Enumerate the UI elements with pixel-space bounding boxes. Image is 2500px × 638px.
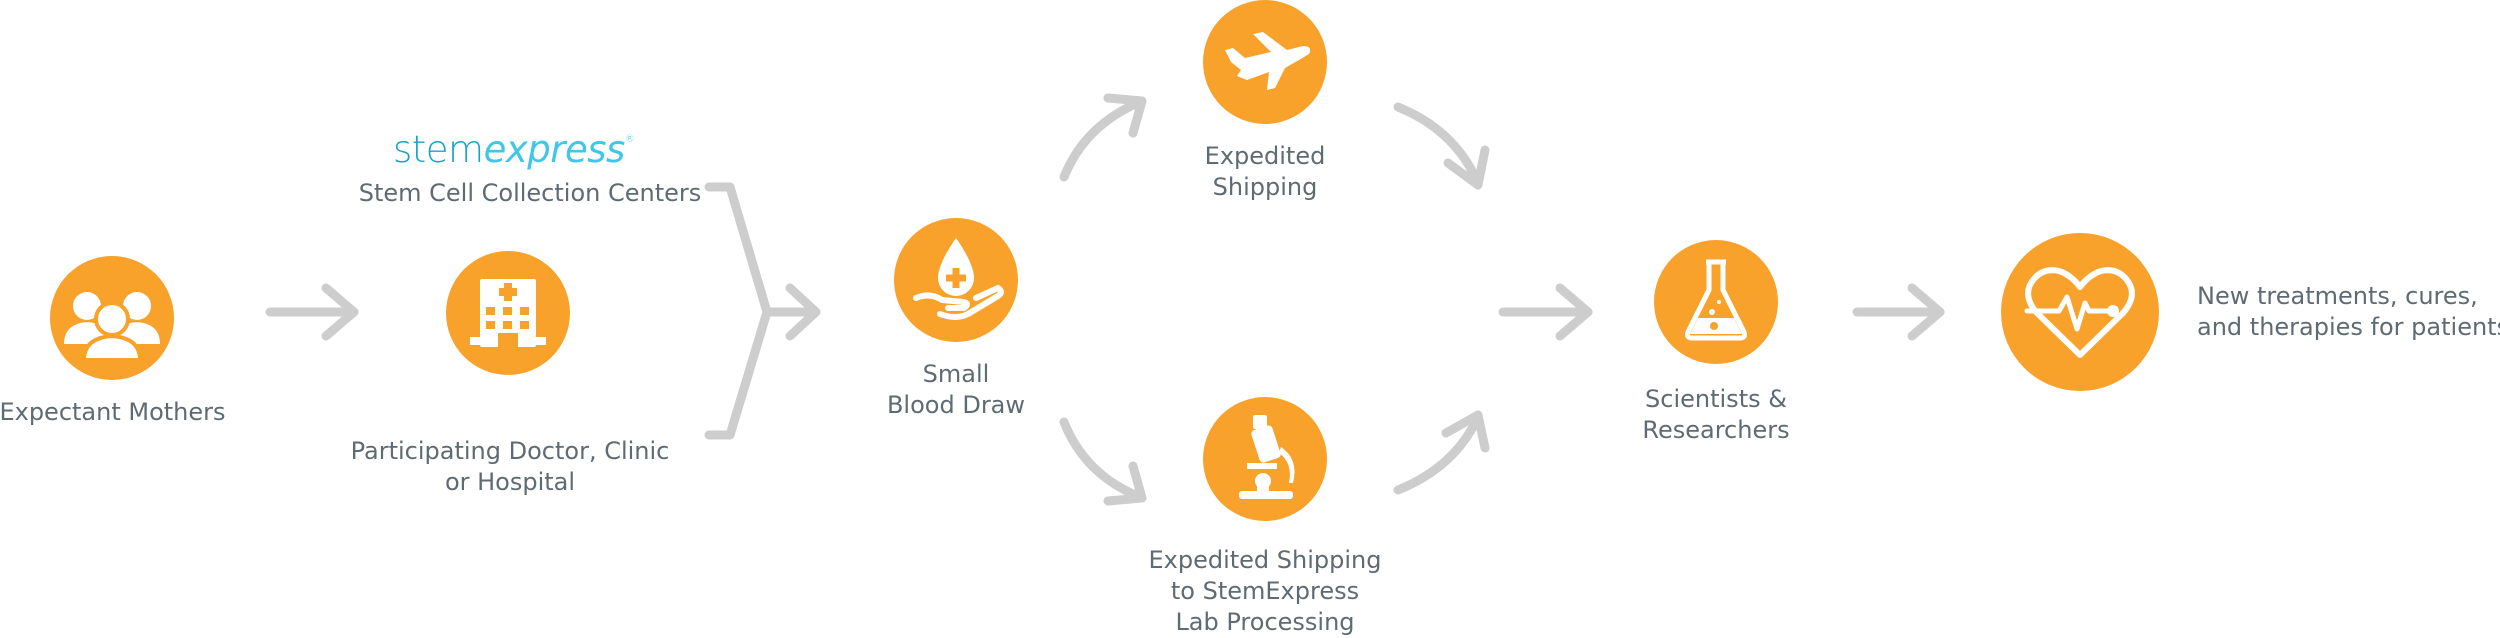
node-shipping (1203, 0, 1327, 124)
arrow-mothers-to-doctor (265, 283, 359, 341)
arrow-scientists-to-treatments (1852, 283, 1945, 341)
mothers-label: Expectant Mothers (0, 398, 226, 426)
node-mothers (50, 256, 174, 380)
node-treatments (2001, 233, 2159, 391)
scientists-label: Scientists & Researchers (1642, 385, 1790, 444)
blood-drop-hand-icon (913, 238, 1004, 320)
node-doctor (446, 251, 570, 375)
shipping-label: Expedited Shipping (1204, 142, 1326, 201)
microscope-icon (1239, 415, 1295, 499)
hospital-icon (470, 279, 546, 347)
logo-mark: ® (624, 134, 635, 145)
airplane-icon (1225, 32, 1311, 90)
blood-draw-label: Small Blood Draw (886, 360, 1026, 419)
logo-text-stem: stem (393, 128, 484, 171)
node-blood-draw (894, 218, 1018, 342)
heart-pulse-icon (2024, 267, 2135, 358)
arrow-shipping-to-scientists (1393, 102, 1490, 190)
arrow-draw-to-lab (1059, 417, 1147, 506)
logo-text-express: express (483, 128, 626, 171)
node-lab-shipping (1203, 397, 1327, 521)
arrow-bracket-to-draw (762, 283, 821, 341)
bracket-merge (704, 182, 772, 440)
arrow-lab-to-scientists (1393, 410, 1490, 495)
lab-shipping-label: Expedited Shipping to StemExpress Lab Pr… (1148, 546, 1382, 636)
node-scientists (1654, 240, 1778, 364)
collection-centers-label: Stem Cell Collection Centers (358, 179, 702, 207)
treatments-label: New treatments, cures, and therapies for… (2197, 282, 2500, 341)
flask-icon (1685, 259, 1747, 341)
doctor-label: Participating Doctor, Clinic or Hospital (350, 437, 670, 496)
arrow-draw-to-shipping (1059, 93, 1147, 182)
stemexpress-logo: stemexpress® (393, 128, 635, 171)
family-icon (64, 292, 160, 362)
arrow-into-scientists (1498, 283, 1593, 341)
